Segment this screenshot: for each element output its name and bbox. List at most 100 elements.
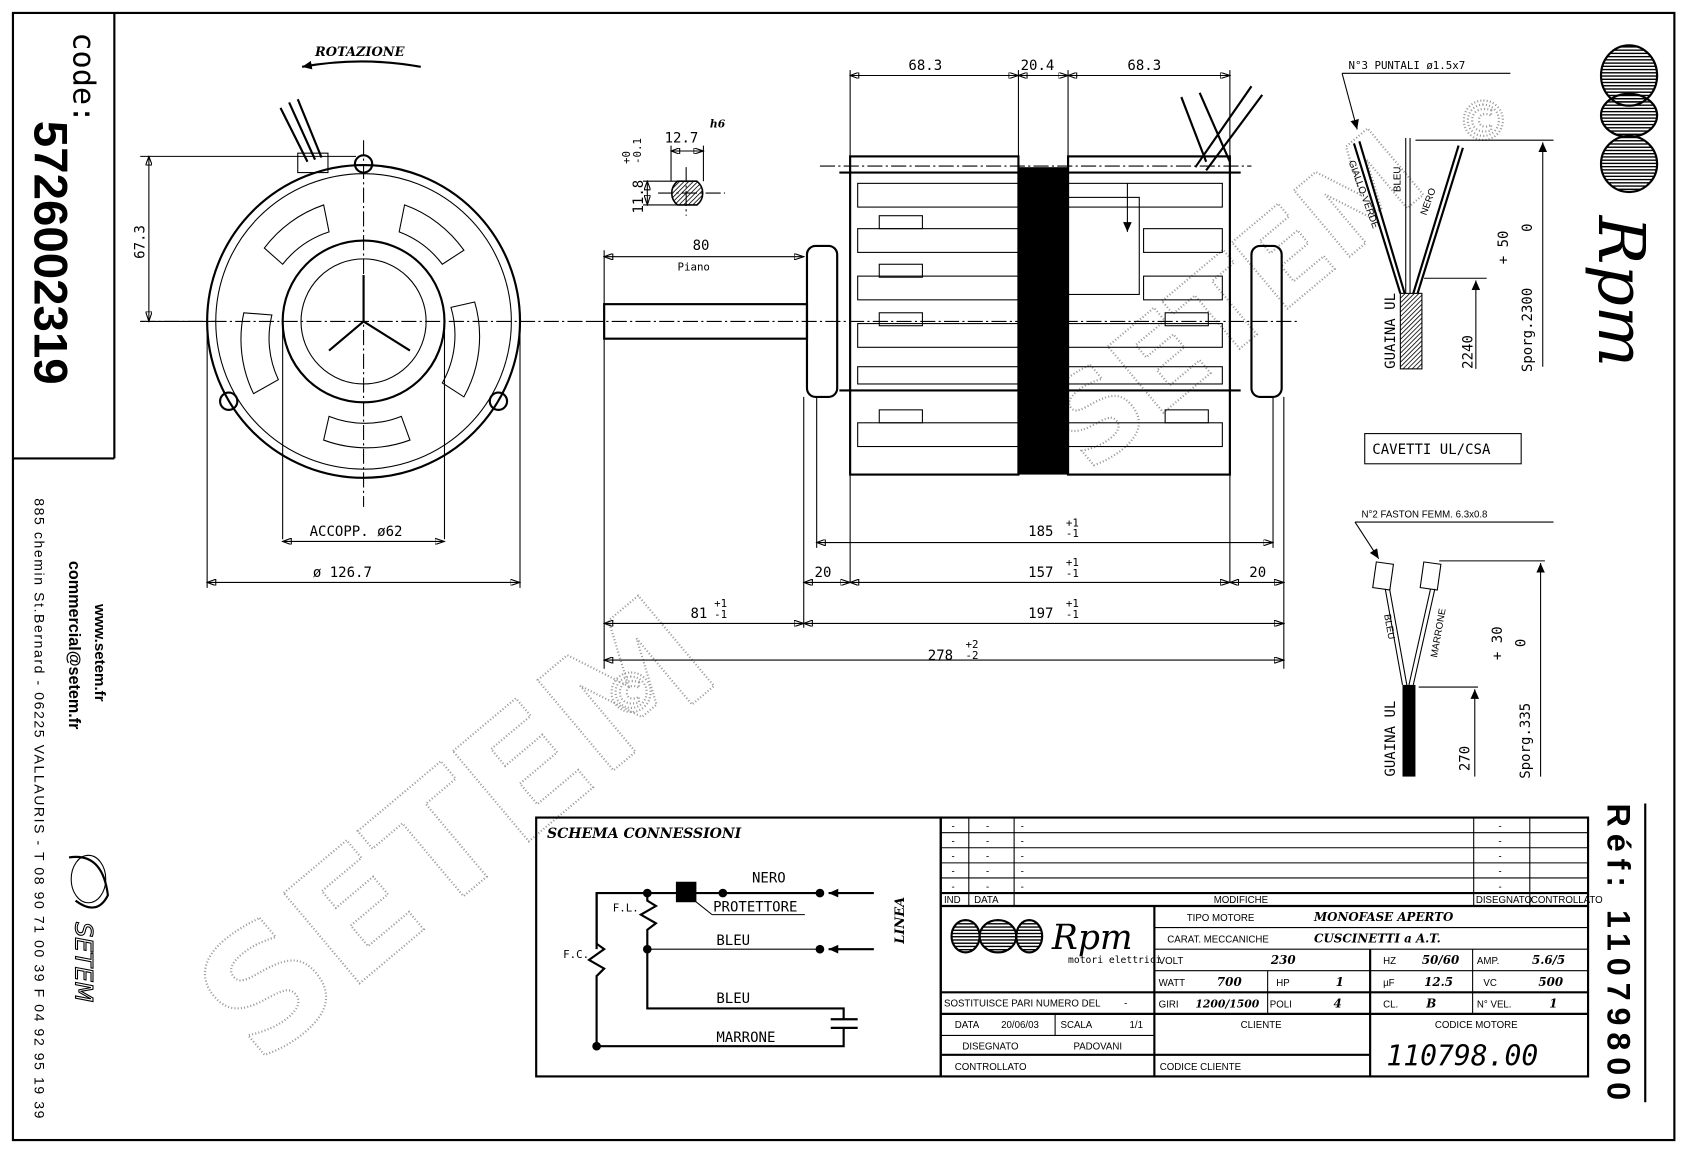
svg-text:CUSCINETTI a A.T.: CUSCINETTI a A.T. bbox=[1314, 932, 1441, 946]
svg-text:68.3: 68.3 bbox=[908, 58, 942, 74]
revision-modifiche: - bbox=[1021, 837, 1024, 848]
svg-text:HZ: HZ bbox=[1383, 956, 1396, 967]
revision-disegnato: - bbox=[1499, 867, 1502, 878]
side-view: 68.3 20.4 68.3 80 Piano 185 +1-1 20 20 1… bbox=[587, 58, 1301, 669]
svg-text:1/1: 1/1 bbox=[1130, 1020, 1143, 1031]
svg-text:BLEU: BLEU bbox=[716, 933, 750, 949]
revision-disegnato: - bbox=[1499, 821, 1502, 832]
revision-modifiche: - bbox=[1021, 882, 1024, 893]
reference-number: Réf: 11079800 bbox=[1600, 804, 1636, 1101]
revision-ind: - bbox=[952, 882, 955, 893]
svg-text:h6: h6 bbox=[710, 117, 726, 130]
svg-text:PADOVANI: PADOVANI bbox=[1073, 1041, 1122, 1052]
svg-text:F.L.: F.L. bbox=[613, 901, 639, 914]
svg-text:80: 80 bbox=[693, 238, 710, 254]
svg-text:Piano: Piano bbox=[678, 261, 710, 274]
svg-text:-0.1: -0.1 bbox=[631, 138, 644, 164]
svg-text:+2: +2 bbox=[966, 638, 979, 651]
website-link[interactable]: www.setem.fr bbox=[91, 603, 108, 702]
svg-text:Rpm: Rpm bbox=[1051, 918, 1133, 958]
svg-text:CODICE CLIENTE: CODICE CLIENTE bbox=[1160, 1062, 1242, 1073]
svg-text:VC: VC bbox=[1483, 978, 1496, 989]
shaft-section: 12.7 h6 11.8 +0 -0.1 bbox=[620, 117, 726, 216]
svg-text:0: 0 bbox=[1513, 639, 1529, 647]
svg-text:185: 185 bbox=[1028, 524, 1053, 540]
svg-text:HP: HP bbox=[1276, 978, 1289, 989]
svg-text:NERO: NERO bbox=[752, 870, 786, 886]
svg-text:50/60: 50/60 bbox=[1422, 953, 1460, 967]
capacitor-cable-detail: N°2 FASTON FEMM. 6.3x0.8 BLEU MARRONE GU… bbox=[1354, 510, 1554, 779]
svg-text:N°3 PUNTALI ø1.5x7: N°3 PUNTALI ø1.5x7 bbox=[1349, 59, 1466, 72]
svg-text:BLEU: BLEU bbox=[716, 991, 750, 1007]
revision-disegnato: - bbox=[1499, 837, 1502, 848]
svg-text:+ 50: + 50 bbox=[1496, 230, 1512, 264]
svg-text:4: 4 bbox=[1333, 996, 1341, 1010]
svg-text:81: 81 bbox=[690, 606, 707, 622]
svg-text:µF: µF bbox=[1383, 978, 1395, 989]
svg-text:+1: +1 bbox=[1066, 597, 1079, 610]
rpm-logo: Rpm motori elettrici bbox=[950, 918, 1162, 966]
company-address: 885 chemin St.Bernard - 06225 VALLAURIS … bbox=[32, 498, 48, 1118]
code-value: 5726002319 bbox=[24, 121, 77, 385]
svg-text:Sporg.335: Sporg.335 bbox=[1518, 703, 1534, 779]
motor-code: 110798.00 bbox=[1386, 1040, 1538, 1073]
svg-text:1200/1500: 1200/1500 bbox=[1195, 997, 1259, 1010]
revision-data: - bbox=[986, 837, 989, 848]
svg-text:MONOFASE APERTO: MONOFASE APERTO bbox=[1313, 910, 1454, 924]
revision-ind: - bbox=[952, 867, 955, 878]
svg-text:20: 20 bbox=[815, 565, 832, 581]
svg-text:Sporg.2300: Sporg.2300 bbox=[1520, 288, 1536, 372]
svg-text:N°2 FASTON FEMM. 6.3x0.8: N°2 FASTON FEMM. 6.3x0.8 bbox=[1362, 510, 1488, 521]
revision-disegnato: - bbox=[1499, 882, 1502, 893]
svg-text:N° VEL.: N° VEL. bbox=[1477, 999, 1512, 1010]
email-link[interactable]: commercial@setem.fr bbox=[65, 561, 83, 730]
svg-text:Rpm: Rpm bbox=[1583, 215, 1658, 368]
svg-text:CLIENTE: CLIENTE bbox=[1241, 1020, 1282, 1031]
revision-row: ---- bbox=[940, 877, 1589, 893]
revision-data: - bbox=[986, 821, 989, 832]
svg-text:-2: -2 bbox=[966, 649, 979, 662]
revision-data: - bbox=[986, 867, 989, 878]
svg-text:ø 126.7: ø 126.7 bbox=[313, 565, 372, 581]
svg-text:GUAINA UL: GUAINA UL bbox=[1383, 293, 1399, 369]
svg-text:-1: -1 bbox=[1066, 608, 1079, 621]
svg-text:270: 270 bbox=[1457, 746, 1473, 771]
svg-text:20.4: 20.4 bbox=[1021, 58, 1055, 74]
revision-row: ---- bbox=[940, 832, 1589, 848]
svg-text:0: 0 bbox=[1520, 223, 1536, 231]
svg-text:67.3: 67.3 bbox=[133, 225, 149, 259]
front-view: ROTAZIONE 67.3 ACCOPP. ø62 ø 126.7 bbox=[133, 45, 588, 588]
setem-logo: SETEM bbox=[68, 854, 109, 1003]
svg-text:700: 700 bbox=[1217, 975, 1243, 989]
svg-text:20: 20 bbox=[1249, 565, 1266, 581]
svg-text:CONTROLLATO: CONTROLLATO bbox=[1531, 895, 1603, 906]
svg-text:SETEM: SETEM bbox=[70, 922, 98, 1002]
svg-text:+1: +1 bbox=[714, 597, 727, 610]
svg-text:DISEGNATO: DISEGNATO bbox=[962, 1041, 1019, 1052]
svg-text:F.C.: F.C. bbox=[563, 948, 589, 961]
svg-text:ROTAZIONE: ROTAZIONE bbox=[314, 45, 405, 60]
revision-ind: - bbox=[952, 821, 955, 832]
revision-modifiche: - bbox=[1021, 852, 1024, 863]
svg-text:DATA: DATA bbox=[955, 1020, 980, 1031]
svg-text:WATT: WATT bbox=[1159, 978, 1185, 989]
svg-text:68.3: 68.3 bbox=[1127, 58, 1161, 74]
svg-text:500: 500 bbox=[1538, 975, 1564, 989]
svg-text:230: 230 bbox=[1270, 953, 1297, 967]
svg-text:BLEU: BLEU bbox=[1381, 613, 1396, 640]
revision-ind: - bbox=[952, 837, 955, 848]
svg-text:+0: +0 bbox=[620, 151, 633, 164]
svg-text:157: 157 bbox=[1028, 565, 1053, 581]
svg-text:motori elettrici: motori elettrici bbox=[1068, 955, 1161, 966]
svg-text:197: 197 bbox=[1028, 606, 1053, 622]
svg-text:-1: -1 bbox=[1066, 527, 1079, 540]
revision-ind: - bbox=[952, 852, 955, 863]
svg-text:CONTROLLATO: CONTROLLATO bbox=[955, 1062, 1027, 1073]
svg-text:SOSTITUISCE PARI NUMERO DEL: SOSTITUISCE PARI NUMERO DEL bbox=[944, 998, 1101, 1009]
revision-row: ---- bbox=[940, 862, 1589, 878]
svg-text:CL.: CL. bbox=[1383, 999, 1398, 1010]
svg-text:12.5: 12.5 bbox=[1424, 975, 1453, 989]
svg-text:CARAT. MECCANICHE: CARAT. MECCANICHE bbox=[1167, 935, 1269, 946]
svg-text:-1: -1 bbox=[714, 608, 727, 621]
